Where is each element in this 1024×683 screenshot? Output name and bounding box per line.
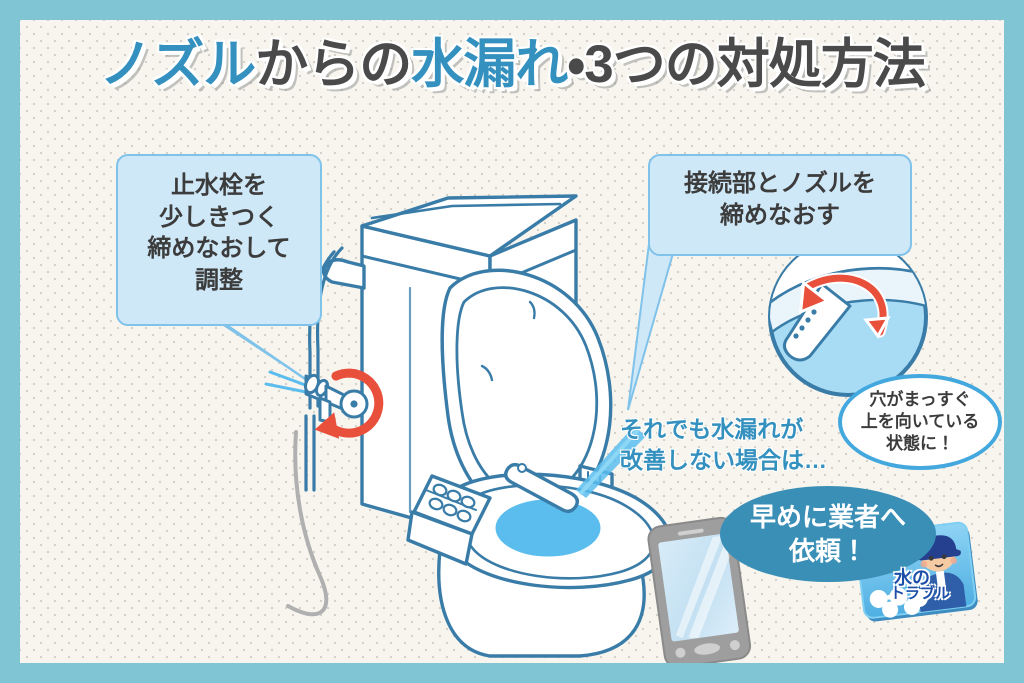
shutoff-valve [264,368,384,439]
caption-line-1: それでも水漏れが [620,416,804,442]
bubble-tail-right [627,235,680,411]
bubble-oval-line-1: 穴がまっすぐ [869,389,971,409]
title-part-4: ・3つの対処方法 [567,35,925,94]
bubble-blue-line-1: 早めに業者へ [749,501,906,532]
caption-line-2: 改善しない場合は… [620,447,827,474]
circular-arrow-icon [327,368,384,438]
caption-still-leaking: それでも水漏れが 改善しない場合は… [620,414,827,476]
bubble-oval-line-2: 上を向いている [860,411,980,431]
logo-card-line-2: トラブル [890,585,951,602]
bubble-left-line-1: 止水栓を [171,172,267,199]
logo-card-line-1: 水の [894,568,930,588]
title-part-1: ノズル [99,35,256,94]
water-jet [576,426,646,498]
circular-arrow-head [314,412,340,439]
bubble-retighten-nozzle: 接続部とノズルを 締めなおす [648,154,912,256]
bubble-right-line-1: 接続部とノズルを [684,170,876,197]
title-part-2: からの [255,35,412,94]
bubble-left-line-3: 締めなおして [147,235,291,263]
bubble-oval-line-3: 状態に！ [886,434,954,454]
logo-card: 水の トラブル [882,552,994,636]
toilet-illustration [286,194,673,658]
page-title: ノズルからの水漏れ・3つの対処方法 [20,38,1004,91]
bubble-right-line-2: 締めなおす [720,201,840,229]
illustration-layer [195,194,978,663]
smartphone-illustration [647,516,752,663]
nozzle [503,462,580,514]
bubble-call-professional: 早めに業者へ 依頼！ [720,486,936,582]
bubble-shutoff-valve: 止水栓を 少しきつく 締めなおして 調整 [116,154,322,326]
bubble-left-line-2: 少しきつく [159,203,279,231]
title-part-3: 水漏れ [411,35,568,94]
bubble-hole-upright: 穴がまっすぐ 上を向いている 状態に！ [838,374,1002,470]
bubble-left-line-4: 調整 [195,267,243,295]
nozzle-closeup-inset [768,237,928,397]
bubble-blue-line-2: 依頼！ [788,536,867,566]
poster-panel: ノズルからの水漏れ・3つの対処方法 止水栓を 少しきつく 締めなおして 調整 接… [20,20,1004,663]
